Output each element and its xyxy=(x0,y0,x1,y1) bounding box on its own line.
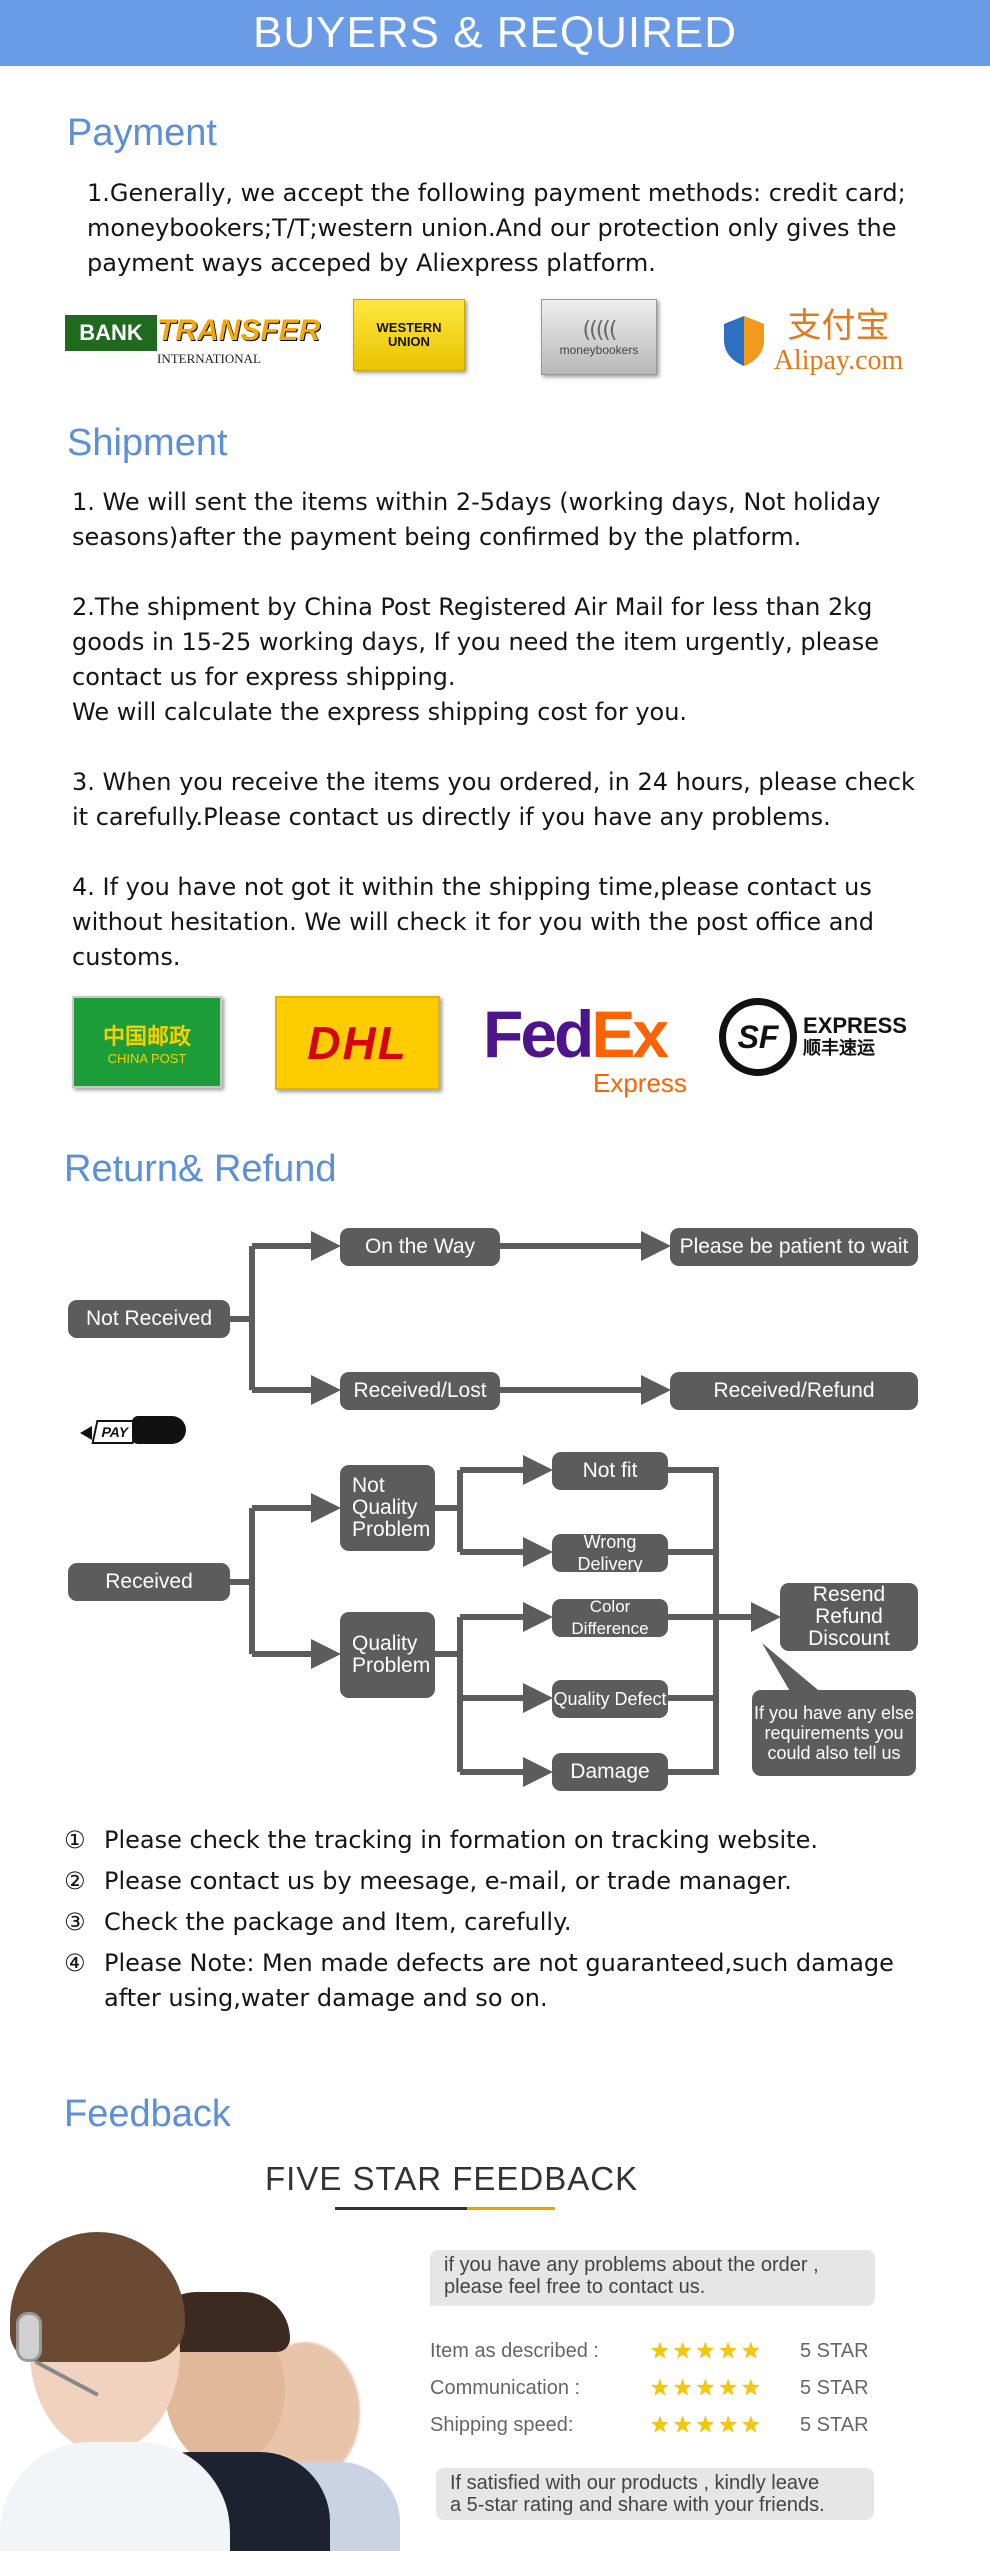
fedex-logo: FedEx Express xyxy=(483,995,698,1100)
china-post-logo: 中国邮政 CHINA POST xyxy=(72,996,222,1088)
rating-stars: ★★★★★ xyxy=(650,2338,800,2364)
refund-note-1: ① Please check the tracking in formation … xyxy=(64,1823,944,1858)
shipment-paragraph-3: 3. When you receive the items you ordere… xyxy=(72,768,915,831)
note-number: ④ xyxy=(64,1949,86,1977)
shipment-paragraph-1: 1. We will sent the items within 2-5days… xyxy=(72,488,881,551)
alipay-text: Alipay.com xyxy=(773,345,904,376)
contact-note: if you have any problems about the order… xyxy=(430,2250,875,2306)
rating-row: Item as described :★★★★★5 STAR xyxy=(430,2336,870,2366)
star-icon: ★ xyxy=(718,2338,738,2363)
refund-flow-connectors xyxy=(229,1231,830,1787)
transfer-logo-text: TRANSFER xyxy=(157,314,321,347)
pay-hand-icon: PAY xyxy=(80,1412,190,1452)
sf-mark-text: SF xyxy=(719,998,798,1076)
rating-label: Item as described : xyxy=(430,2339,599,2362)
note-number: ② xyxy=(64,1867,86,1895)
refund-note-2: ② Please contact us by meesage, e-mail, o… xyxy=(64,1864,944,1899)
refund-heading: Return& Refund xyxy=(64,1148,337,1190)
fedex-fed-text: Fed xyxy=(483,996,594,1071)
bank-logo-text: BANK xyxy=(65,315,157,351)
fedex-express-text: Express xyxy=(593,1067,687,1098)
star-icon: ★ xyxy=(718,2375,738,2400)
union-text: UNION xyxy=(388,334,430,349)
rating-value: 5 STAR xyxy=(800,2339,869,2362)
china-post-text: CHINA POST xyxy=(107,1050,187,1066)
feedback-heading: Feedback xyxy=(64,2093,231,2135)
star-icon: ★ xyxy=(650,2338,670,2363)
on-the-way-box: On the Way xyxy=(340,1228,500,1266)
sf-chinese-text: 顺丰速运 xyxy=(803,1038,876,1059)
headset-icon xyxy=(16,2312,42,2362)
page-banner: BUYERS & REQUIRED xyxy=(0,0,990,66)
quality-defect-box: Quality Defect xyxy=(552,1680,668,1718)
star-icon: ★ xyxy=(695,2375,716,2400)
alipay-chinese-text: 支付宝 xyxy=(787,306,890,346)
star-icon: ★ xyxy=(695,2338,716,2363)
rating-stars: ★★★★★ xyxy=(650,2412,800,2438)
bank-transfer-logo: BANK TRANSFER INTERNATIONAL xyxy=(65,311,321,367)
note-text: Please contact us by meesage, e-mail, or… xyxy=(104,1867,792,1895)
not-quality-problem-box: Not Quality Problem xyxy=(340,1465,435,1551)
five-star-feedback-title: FIVE STAR FEEDBACK xyxy=(265,2160,639,2197)
wrong-delivery-box: Wrong Delivery xyxy=(552,1532,668,1574)
note-number: ① xyxy=(64,1826,86,1854)
rating-row: Shipping speed:★★★★★5 STAR xyxy=(430,2410,870,2440)
rating-stars: ★★★★★ xyxy=(650,2375,800,2401)
received-refund-box: Received/Refund xyxy=(670,1372,918,1410)
star-icon: ★ xyxy=(740,2412,761,2437)
star-icon: ★ xyxy=(650,2375,670,2400)
rating-value: 5 STAR xyxy=(800,2376,869,2399)
note-number: ③ xyxy=(64,1908,86,1936)
rating-label: Communication : xyxy=(430,2376,581,2399)
sf-express-text: EXPRESS xyxy=(803,1013,907,1038)
moneybookers-logo: ((((( moneybookers xyxy=(541,299,657,375)
dhl-logo: DHL xyxy=(275,996,440,1090)
alipay-logo: 支付宝 Alipay.com xyxy=(710,300,915,382)
support-agents-image xyxy=(0,2232,400,2551)
star-icon: ★ xyxy=(672,2412,693,2437)
closing-note: If satisfied with our products , kindly … xyxy=(436,2468,874,2520)
not-received-box: Not Received xyxy=(68,1300,230,1338)
title-underline xyxy=(335,2207,555,2210)
shipment-paragraph-2: 2.The shipment by China Post Registered … xyxy=(72,593,879,726)
moneybookers-text: moneybookers xyxy=(559,342,639,357)
star-icon: ★ xyxy=(718,2412,738,2437)
star-icon: ★ xyxy=(650,2412,670,2437)
alipay-shield-icon xyxy=(723,316,764,366)
damage-box: Damage xyxy=(552,1753,668,1791)
refund-note-3: ③ Check the package and Item, carefully. xyxy=(64,1905,944,1940)
refund-note-4: ④ Please Note: Men made defects are not g… xyxy=(64,1946,944,2016)
not-fit-box: Not fit xyxy=(552,1452,668,1490)
sf-express-logo: SF EXPRESS 顺丰速运 xyxy=(718,995,908,1079)
note-text: Please Note: Men made defects are not gu… xyxy=(104,1949,894,2012)
western-text: WESTERN xyxy=(376,320,442,335)
western-union-logo: WESTERN UNION xyxy=(353,299,465,371)
moneybookers-mark-icon: ((((( xyxy=(582,317,618,343)
international-logo-text: INTERNATIONAL xyxy=(157,351,261,366)
payment-text: 1.Generally, we accept the following pay… xyxy=(87,179,906,277)
else-requirements-bubble: If you have any else requirements you co… xyxy=(752,1690,916,1776)
dhl-text: DHL xyxy=(307,1017,408,1069)
shipment-paragraph-4: 4. If you have not got it within the shi… xyxy=(72,873,874,971)
rating-label: Shipping speed: xyxy=(430,2413,574,2436)
star-icon: ★ xyxy=(672,2338,693,2363)
note-text: Check the package and Item, carefully. xyxy=(104,1908,572,1936)
received-box: Received xyxy=(68,1563,230,1601)
note-text: Please check the tracking in formation o… xyxy=(104,1826,818,1854)
star-icon: ★ xyxy=(740,2338,761,2363)
color-difference-box: Color Difference xyxy=(552,1597,668,1638)
quality-problem-box: Quality Problem xyxy=(340,1612,435,1698)
resend-refund-discount-box: Resend Refund Discount xyxy=(780,1583,918,1651)
star-icon: ★ xyxy=(695,2412,716,2437)
shipment-heading: Shipment xyxy=(67,422,228,464)
china-post-chinese-text: 中国邮政 xyxy=(102,1024,191,1050)
star-icon: ★ xyxy=(672,2375,693,2400)
rating-value: 5 STAR xyxy=(800,2413,869,2436)
be-patient-box: Please be patient to wait xyxy=(670,1228,918,1266)
rating-row: Communication :★★★★★5 STAR xyxy=(430,2373,870,2403)
received-lost-box: Received/Lost xyxy=(340,1372,500,1410)
fedex-ex-text: Ex xyxy=(591,996,669,1071)
star-icon: ★ xyxy=(740,2375,761,2400)
payment-heading: Payment xyxy=(67,112,217,154)
